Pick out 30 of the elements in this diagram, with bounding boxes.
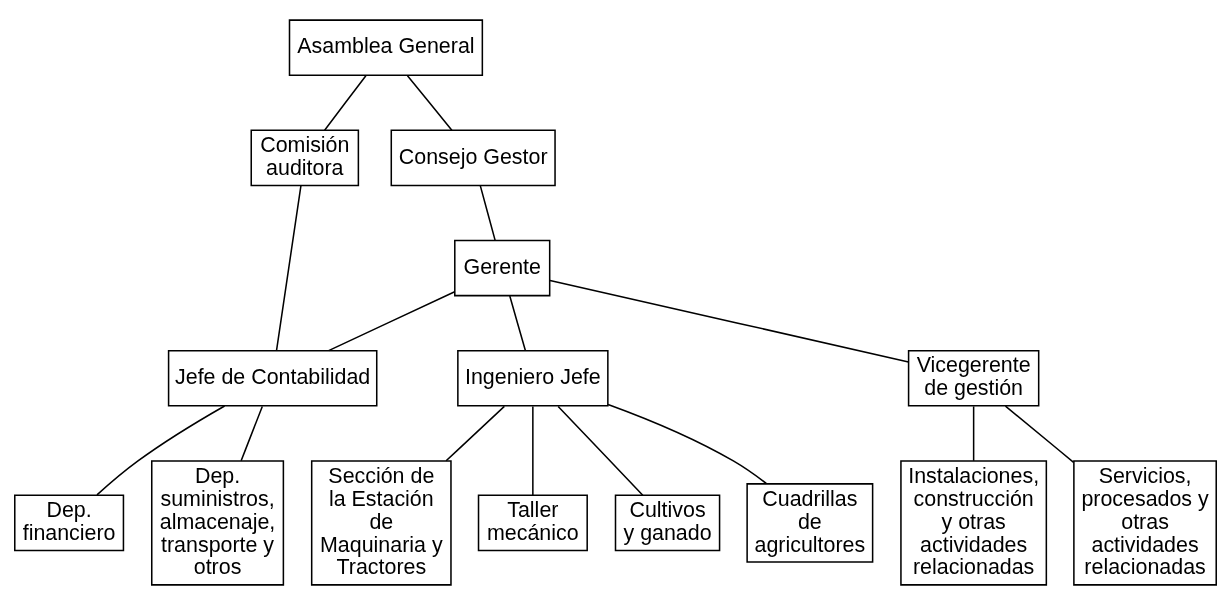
node-box: Asamblea General: [288, 18, 484, 76]
connector: [406, 74, 453, 131]
connector: [972, 405, 975, 462]
node-box: Vicegerente de gestión: [907, 349, 1040, 407]
connector: [509, 294, 527, 351]
connector: [323, 74, 367, 131]
connector: [240, 405, 264, 462]
connector: [532, 405, 534, 496]
connector: [607, 403, 768, 484]
connector: [445, 405, 506, 462]
node-box: Cuadrillas de agricultores: [746, 482, 874, 563]
node-box: Gerente: [454, 239, 551, 296]
node-box: Dep. suministros, almacenaje, transporte y otros: [151, 459, 285, 586]
node-box: Taller mecánico: [477, 494, 588, 551]
connector: [327, 290, 456, 351]
node-box: Dep. financiero: [14, 494, 125, 551]
connector: [549, 279, 910, 363]
node-box: Cultivos y ganado: [614, 494, 721, 551]
node-box: Ingeniero Jefe: [457, 349, 609, 407]
connector: [1004, 404, 1075, 463]
connector: [479, 184, 496, 241]
node-box: Sección de la Estación de Maquinaria y Tractores: [310, 459, 452, 586]
connector: [275, 184, 302, 351]
connector: [557, 405, 644, 496]
node-box: Jefe de Contabilidad: [167, 349, 378, 407]
node-box: Consejo Gestor: [390, 129, 556, 186]
node-box: Instalaciones, construcción y otras actividades relacionadas: [900, 459, 1048, 586]
node-box: Comisión auditora: [250, 129, 360, 186]
connector: [96, 404, 226, 496]
node-box: Servicios, procesados y otras actividades relacionadas: [1073, 459, 1217, 586]
